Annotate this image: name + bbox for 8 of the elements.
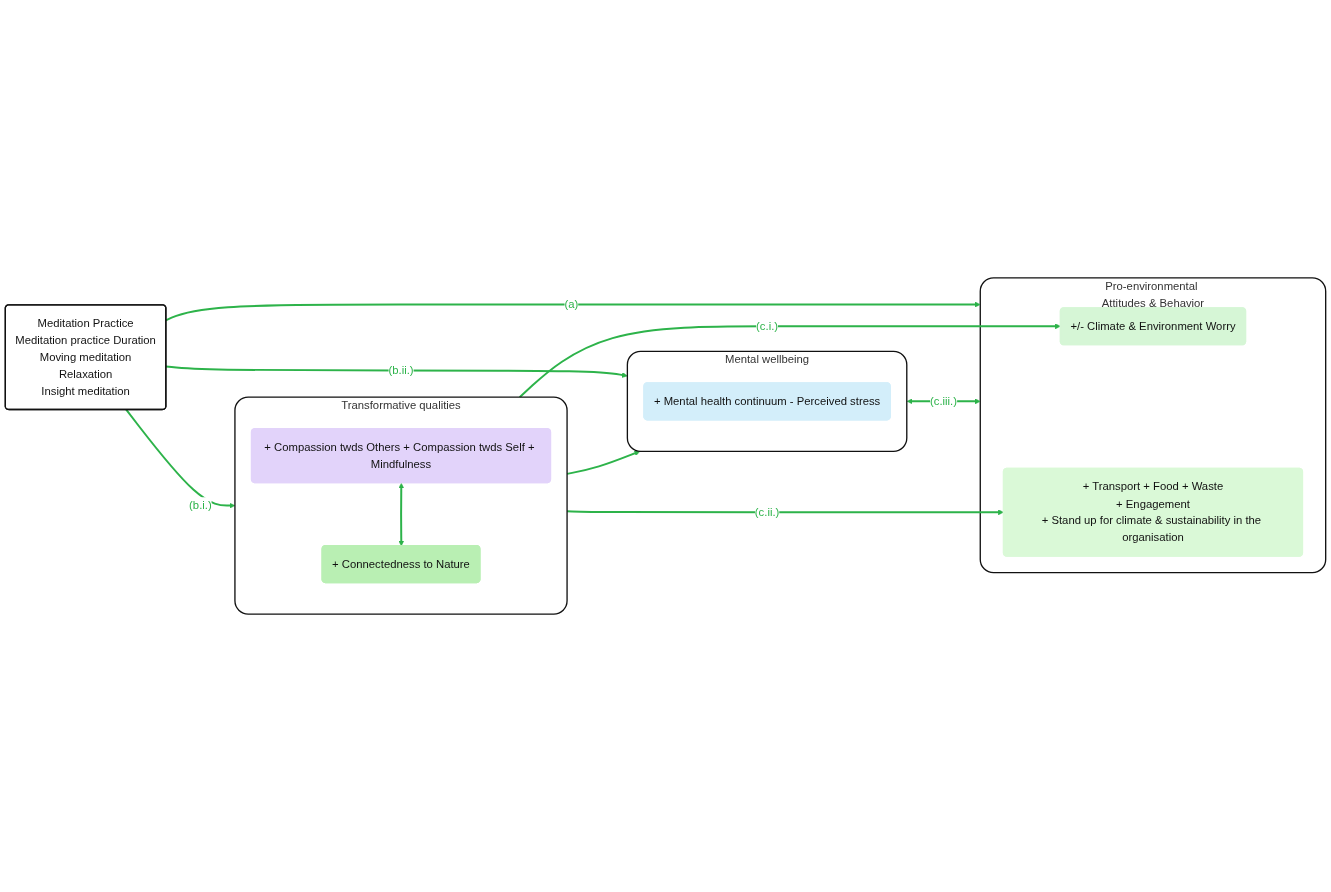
edge-label: (b.ii.) [388,363,414,377]
arrow [398,482,405,547]
edge-label: (b.i.) [189,499,212,512]
edge-label: (c.i.) [756,319,779,333]
arrow [518,323,1061,399]
edge-label: (c.iii.) [930,394,958,408]
edge-label: (a) [564,298,579,311]
edge-label: (c.ii.) [754,505,780,519]
